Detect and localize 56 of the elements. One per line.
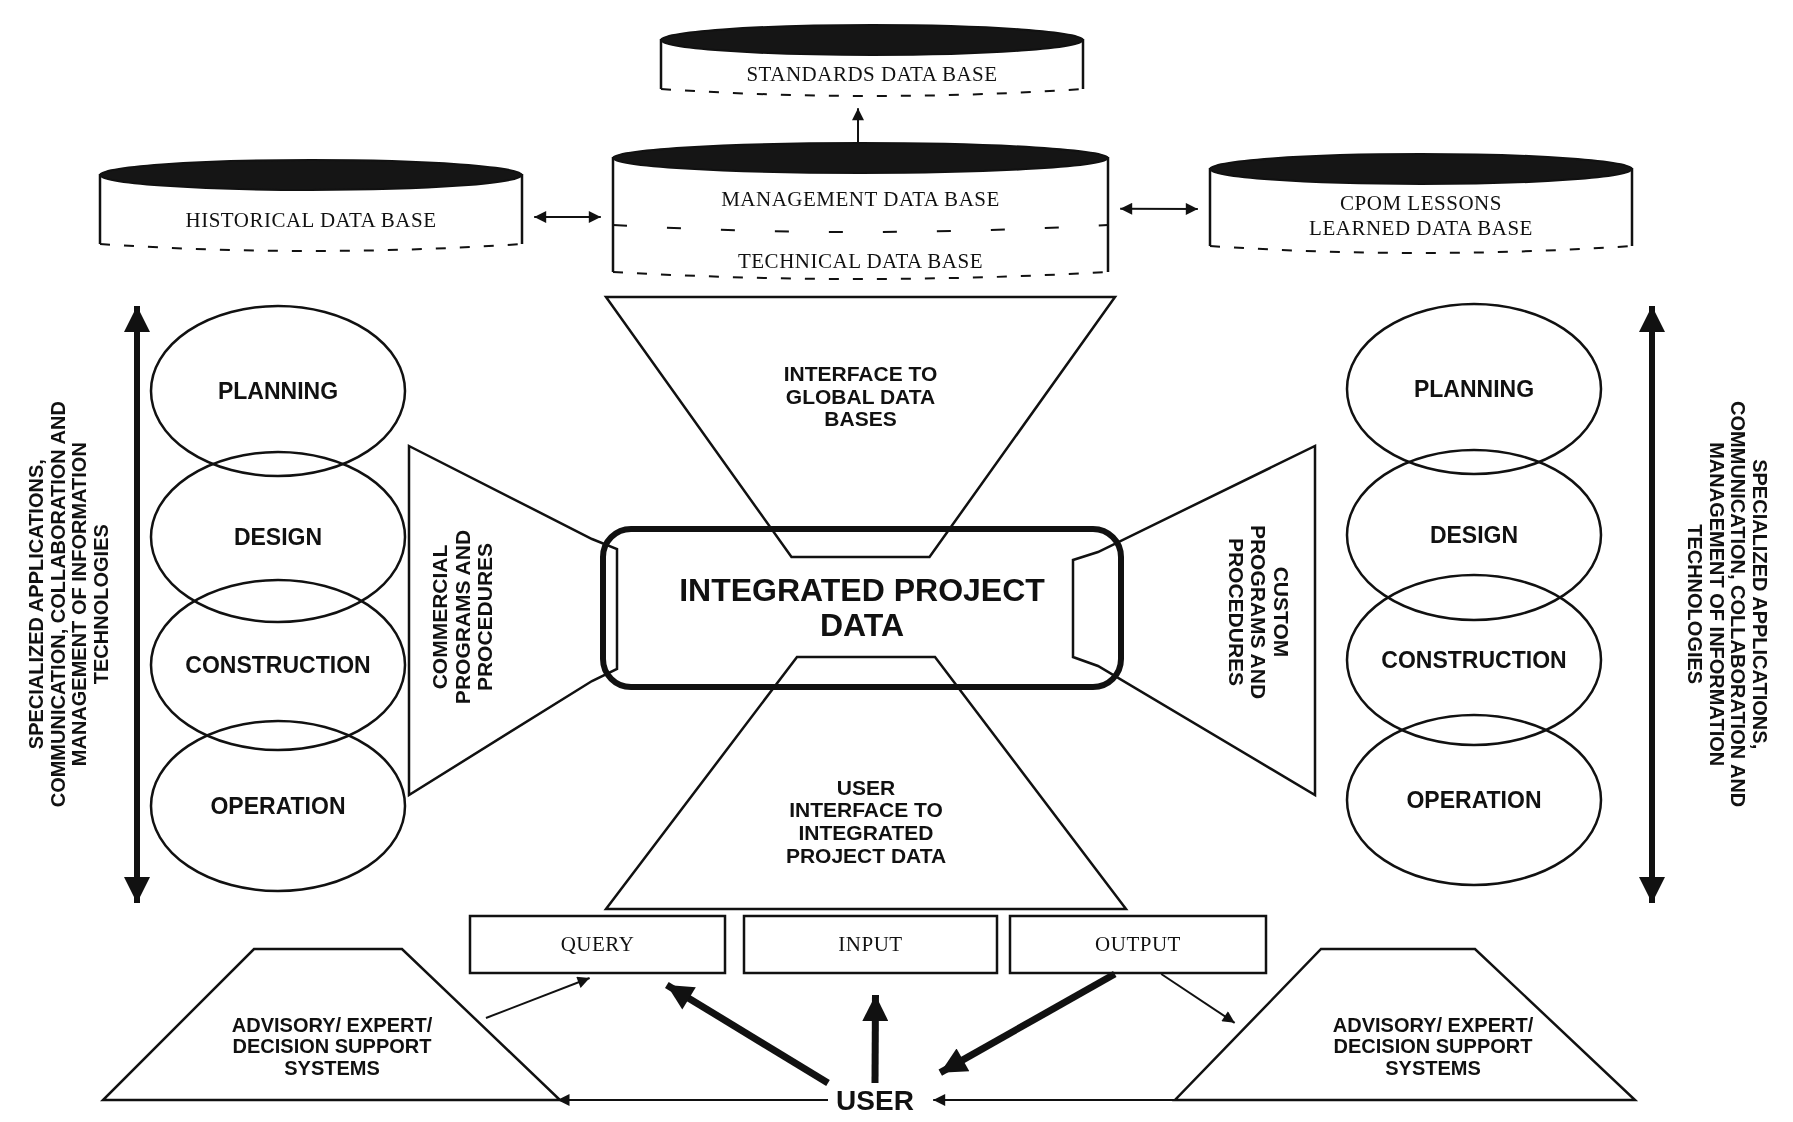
phase-ellipse bbox=[150, 305, 406, 477]
node-label: INTERFACE TO GLOBAL DATA BASES bbox=[782, 363, 939, 431]
node-label: OPERATION bbox=[1406, 787, 1542, 813]
node-label: QUERY bbox=[560, 932, 635, 957]
node-label: COMMERCIAL PROGRAMS AND PROCEDURES bbox=[429, 528, 497, 707]
database-cylinder bbox=[99, 160, 523, 252]
action-box bbox=[743, 915, 998, 974]
node-label: INPUT bbox=[838, 932, 903, 957]
arrow bbox=[665, 981, 830, 1086]
node-label: CONSTRUCTION bbox=[1381, 647, 1567, 673]
node-label: PLANNING bbox=[1413, 376, 1535, 402]
node-label: ADVISORY/ EXPERT/ DECISION SUPPORT SYSTEMS bbox=[1331, 1014, 1535, 1080]
database-cylinder bbox=[660, 25, 1084, 97]
support-system-trapezoid bbox=[1175, 949, 1635, 1100]
arrow bbox=[484, 976, 591, 1019]
program-trapezoid bbox=[409, 446, 617, 795]
node-label: STANDARDS DATA BASE bbox=[746, 61, 998, 87]
action-box bbox=[1009, 915, 1267, 974]
phase-ellipse bbox=[1346, 574, 1602, 746]
node-label: OUTPUT bbox=[1095, 932, 1181, 957]
core-data-box bbox=[600, 526, 1124, 690]
node-label: USER INTERFACE TO INTEGRATED PROJECT DATA bbox=[784, 776, 948, 868]
double-arrow bbox=[1119, 202, 1199, 215]
phase-ellipse bbox=[150, 720, 406, 892]
node-label: HISTORICAL DATA BASE bbox=[185, 207, 437, 233]
node-label: OPERATION bbox=[210, 793, 346, 819]
node-label: CPOM LESSONS LEARNED DATA BASE bbox=[1308, 191, 1534, 241]
arrow bbox=[852, 107, 864, 144]
phase-ellipse bbox=[1346, 449, 1602, 621]
node-label: MANAGEMENT DATA BASE bbox=[721, 186, 1000, 212]
side-caption: SPECIALIZED APPLICATIONS, COMMUNICATION, COLLABORATION AND MANAGEMENT OF INFORMATION TECHNOLOGIES bbox=[1683, 400, 1771, 810]
support-system-trapezoid bbox=[103, 949, 560, 1100]
arrow bbox=[556, 1094, 829, 1106]
phase-ellipse bbox=[150, 579, 406, 751]
user-label: USER bbox=[836, 1086, 914, 1117]
node-label: TECHNICAL DATA BASE bbox=[737, 248, 983, 274]
node-label: ADVISORY/ EXPERT/ DECISION SUPPORT SYSTEMS bbox=[230, 1014, 434, 1080]
database-cylinder bbox=[1209, 154, 1633, 254]
interface-trapezoid bbox=[606, 657, 1126, 909]
phase-ellipse bbox=[1346, 714, 1602, 886]
arrow bbox=[938, 970, 1117, 1076]
double-arrow bbox=[533, 211, 602, 223]
action-box bbox=[469, 915, 726, 974]
node-label: INTEGRATED PROJECT DATA bbox=[678, 573, 1046, 643]
phase-ellipse bbox=[150, 451, 406, 623]
database-cylinder bbox=[612, 143, 1109, 280]
node-label: CONSTRUCTION bbox=[185, 652, 371, 678]
side-caption: SPECIALIZED APPLICATIONS, COMMUNICATION, COLLABORATION AND MANAGEMENT OF INFORMATION TECHNOLOGIES bbox=[25, 400, 113, 810]
phase-ellipse bbox=[1346, 303, 1602, 475]
program-trapezoid bbox=[1073, 446, 1315, 795]
node-label: CUSTOM PROGRAMS AND PROCEDURES bbox=[1224, 523, 1292, 702]
arrow bbox=[1160, 973, 1236, 1024]
node-label: DESIGN bbox=[1429, 522, 1519, 548]
node-label: DESIGN bbox=[233, 524, 323, 550]
node-label: PLANNING bbox=[217, 378, 339, 404]
interface-trapezoid bbox=[606, 297, 1115, 557]
